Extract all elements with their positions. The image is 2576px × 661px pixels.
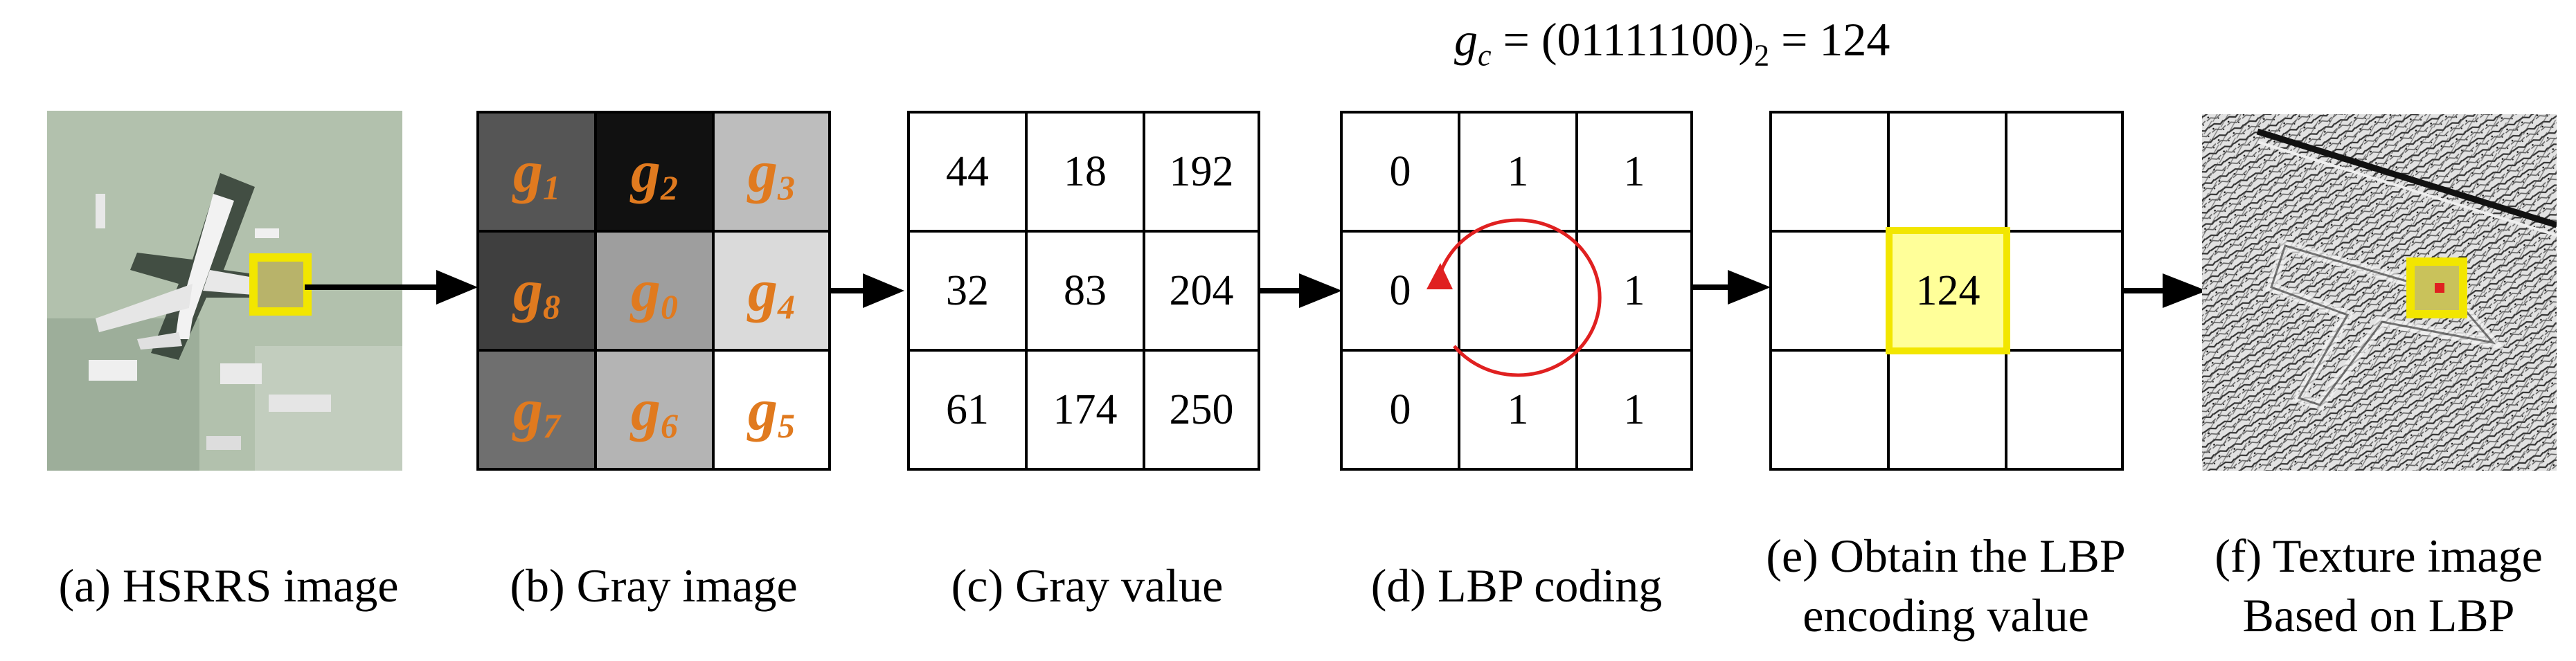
- arrow-b-to-c: [828, 273, 904, 308]
- gray-value-cell: 83: [1025, 230, 1145, 352]
- gray-value-cell: 204: [1143, 230, 1260, 352]
- caption-e-line2: encoding value: [1803, 589, 2089, 642]
- gray-value-cell: 174: [1025, 349, 1145, 471]
- caption-a: (a) HSRRS image: [58, 559, 399, 612]
- texture-image: [2202, 114, 2557, 471]
- lbp-code-cell: 1: [1575, 349, 1693, 471]
- lbp-value-cell: [1887, 349, 2007, 471]
- caption-d: (d) LBP coding: [1370, 559, 1663, 612]
- lbp-value-cell: [1769, 349, 1890, 471]
- arrow-e-to-f: [2121, 273, 2207, 308]
- arrow-d-to-e: [1693, 270, 1771, 305]
- lbp-center-value: 124: [1886, 227, 2010, 354]
- formula-base: 2: [1754, 38, 1770, 73]
- caption-f: (f) Texture image Based on LBP: [2181, 526, 2576, 645]
- arrow-a-to-b: [305, 270, 478, 305]
- caption-f-line1: (f) Texture image: [2215, 529, 2543, 582]
- gray-cell-g3: g3: [712, 111, 831, 233]
- circular-arrow-icon: [1426, 218, 1602, 377]
- formula-variable: g: [1454, 13, 1478, 66]
- gray-cell-g1: g1: [476, 111, 597, 233]
- caption-f-line2: Based on LBP: [2242, 589, 2515, 642]
- lbp-value-cell: [1769, 230, 1890, 352]
- gray-cell-g6: g6: [594, 349, 715, 471]
- gray-value-cell: 32: [907, 230, 1028, 352]
- gray-cell-g8: g8: [476, 230, 597, 352]
- caption-e-line1: (e) Obtain the LBP: [1766, 529, 2126, 582]
- gray-cell-g7: g7: [476, 349, 597, 471]
- gray-value-cell: 250: [1143, 349, 1260, 471]
- caption-e: (e) Obtain the LBP encoding value: [1724, 526, 2167, 645]
- lbp-value-cell: [1887, 111, 2007, 233]
- lbp-value-cell: [2005, 230, 2124, 352]
- lbp-value-cell: [1769, 111, 1890, 233]
- gray-cell-g2: g2: [594, 111, 715, 233]
- hsrrs-image: [47, 111, 402, 471]
- lbp-formula: gc = (01111100)2 = 124: [1454, 12, 1890, 73]
- lbp-value-cell: [2005, 349, 2124, 471]
- gray-value-cell: 18: [1025, 111, 1145, 233]
- gray-value-cell: 61: [907, 349, 1028, 471]
- caption-b: (b) Gray image: [510, 559, 798, 612]
- gray-value-cell: 44: [907, 111, 1028, 233]
- formula-binary: = (01111100): [1491, 13, 1755, 66]
- formula-result: = 124: [1769, 13, 1890, 66]
- arrow-c-to-d: [1258, 273, 1342, 308]
- gray-cell-g4: g4: [712, 230, 831, 352]
- caption-c: (c) Gray value: [951, 559, 1224, 612]
- gray-value-cell: 192: [1143, 111, 1260, 233]
- formula-variable-sub: c: [1478, 38, 1492, 73]
- gray-cell-g0: g0: [594, 230, 715, 352]
- gray-cell-g5: g5: [712, 349, 831, 471]
- lbp-value-cell: [2005, 111, 2124, 233]
